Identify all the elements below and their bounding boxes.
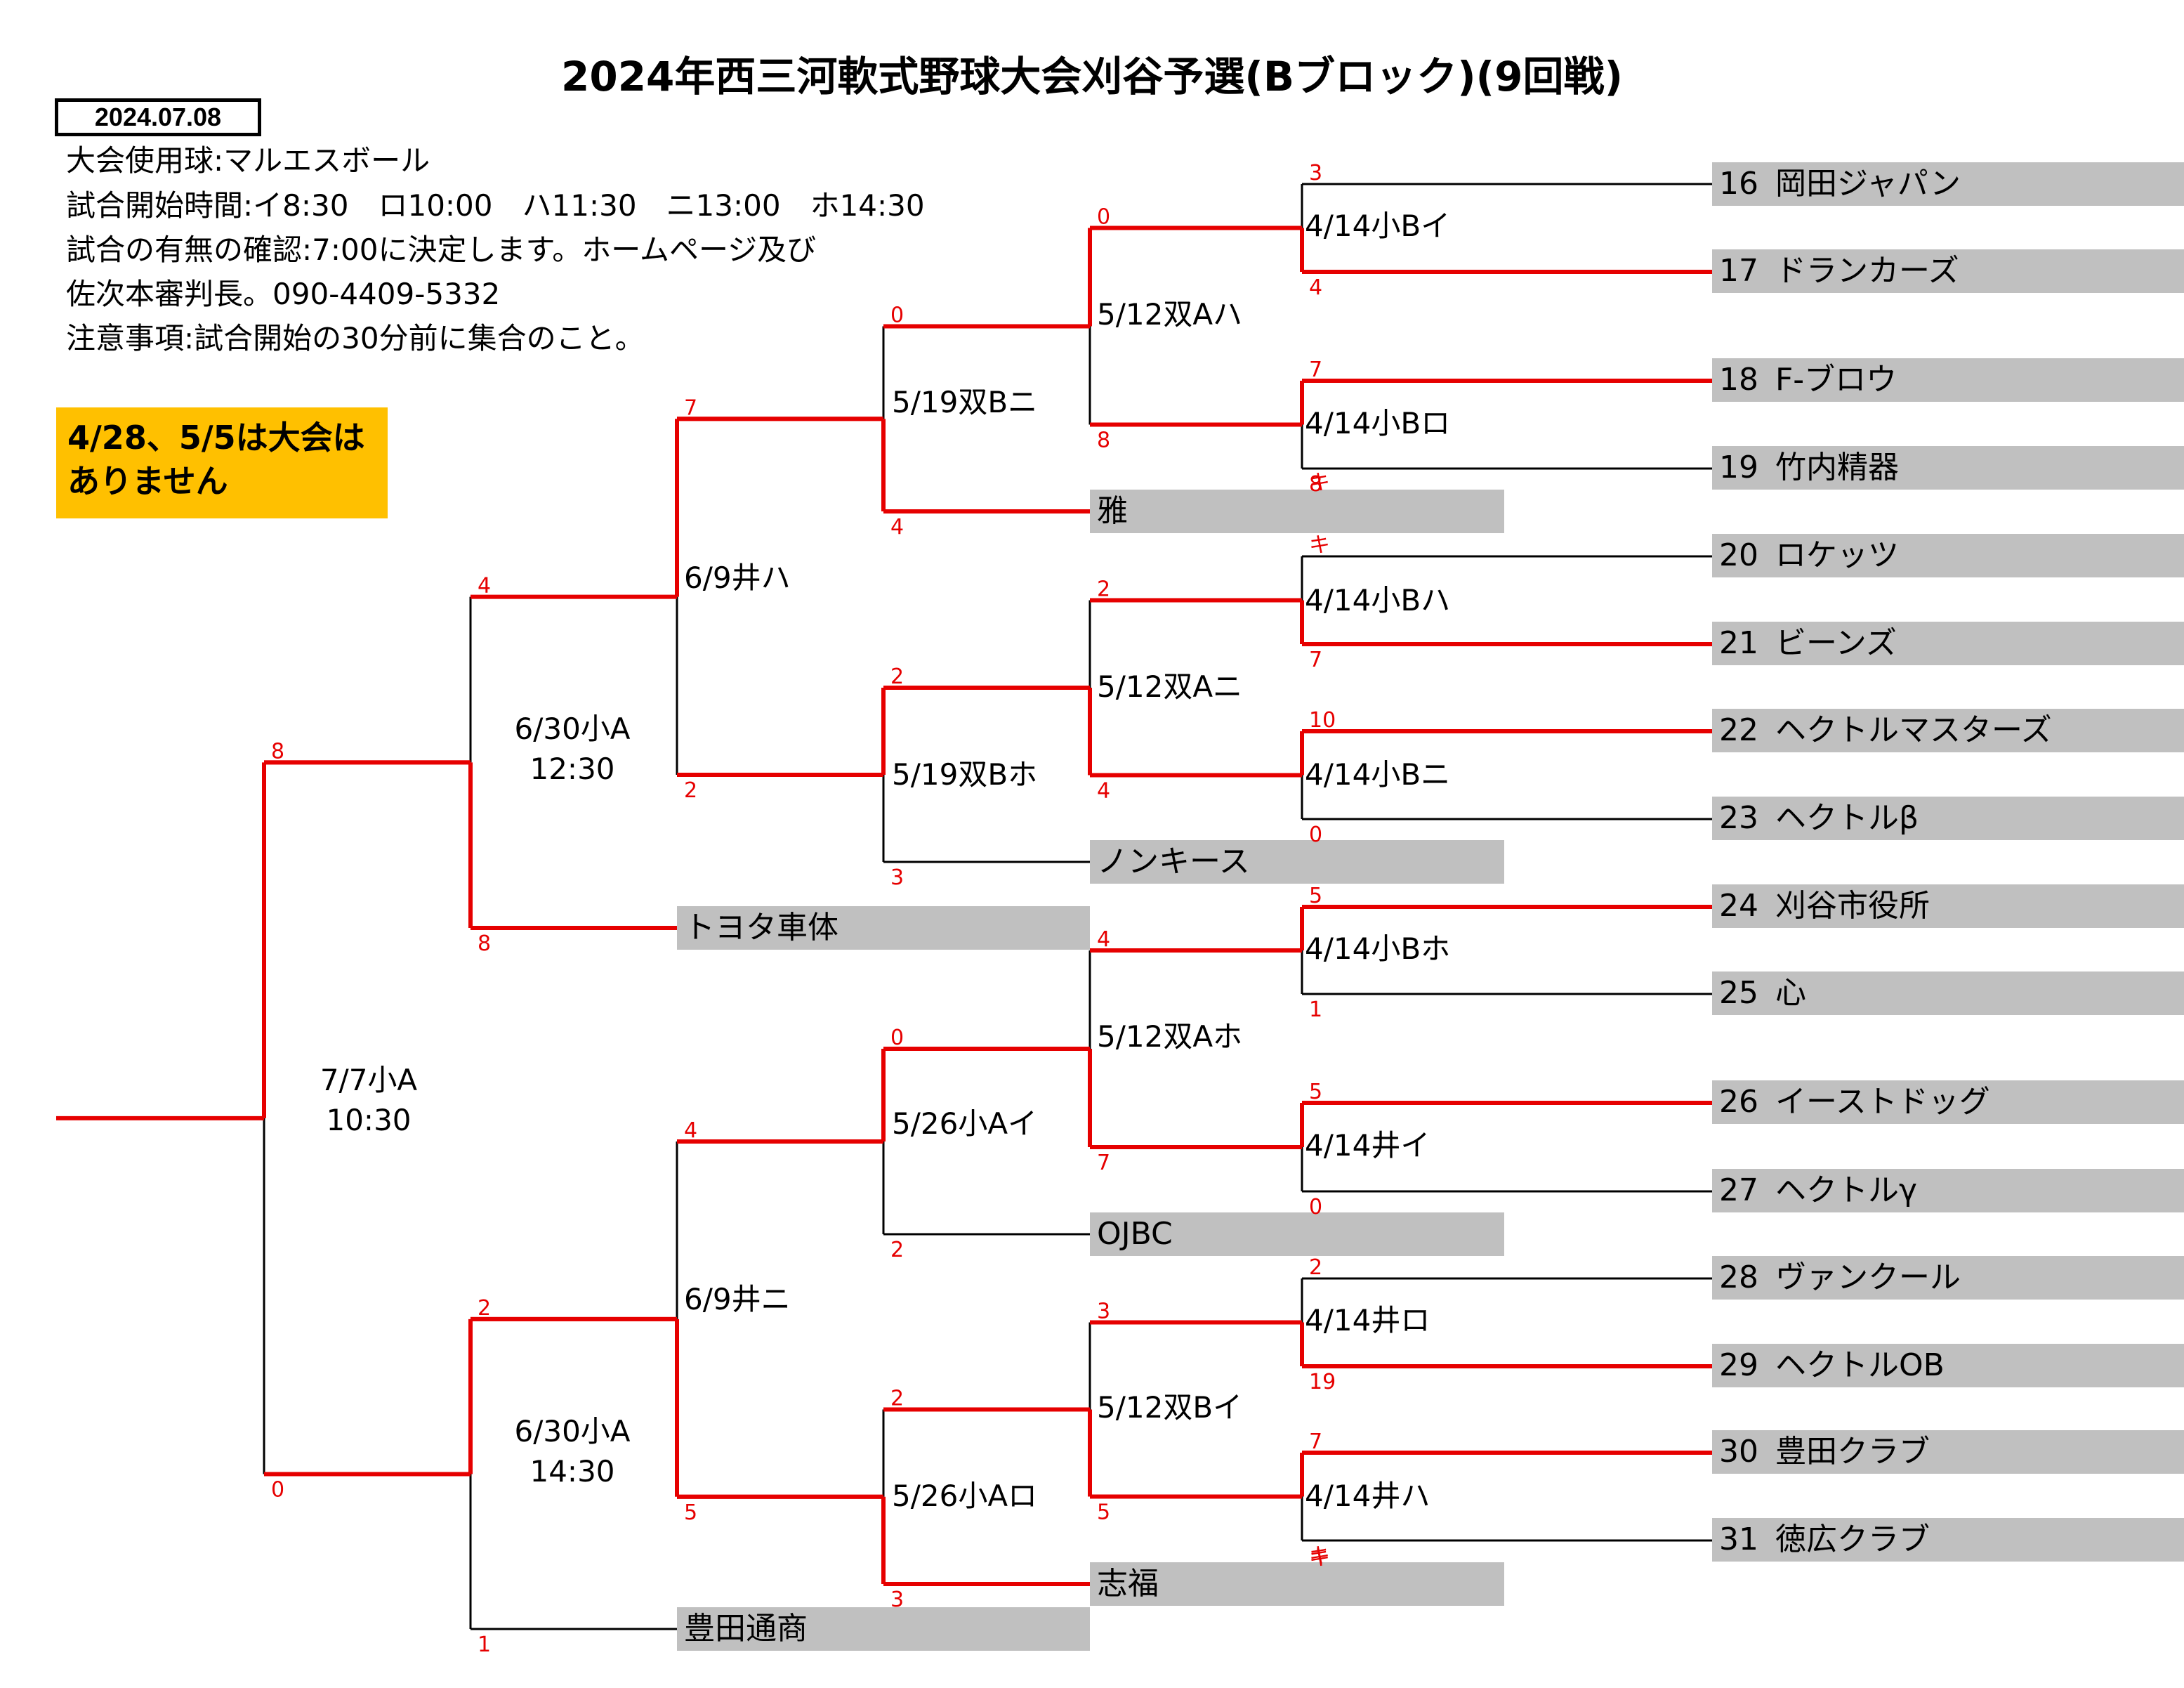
r2-match-1-score-bottom: 8 xyxy=(1097,428,1110,453)
r1-match-3-score-bottom: 7 xyxy=(1309,648,1322,672)
r1-label-1: 4/14小Bイ xyxy=(1305,209,1451,243)
r4-match-2-score-bottom: 5 xyxy=(684,1500,697,1525)
r3-label-2: 5/19双Bホ xyxy=(892,757,1038,792)
team-miyabi: 雅 xyxy=(1090,490,1504,533)
r1-label-8: 4/14井ハ xyxy=(1305,1479,1430,1513)
r1-match-4-score-top: 10 xyxy=(1309,708,1336,733)
team-toyota-shatai: トヨタ車体 xyxy=(677,906,1090,950)
info-start-times: 試合開始時間:イ8:30 ロ10:00 ハ11:30 ニ13:00 ホ14:30 xyxy=(66,188,925,223)
r2-match-4-score-bottom: 5 xyxy=(1097,1500,1110,1525)
notice-box: 4/28、5/5は大会は ありません xyxy=(56,407,388,518)
team-toyota-tsusho: 豊田通商 xyxy=(677,1607,1090,1651)
info-contact: 佐次本審判長。090-4409-5332 xyxy=(66,277,501,311)
r3-label-1: 5/19双Bニ xyxy=(892,385,1038,419)
r2-label-3: 5/12双Aホ xyxy=(1097,1019,1243,1054)
r2-label-2: 5/12双Aニ xyxy=(1097,669,1243,704)
r3-match-3-score-top: 0 xyxy=(890,1026,904,1050)
r1-label-7: 4/14井ロ xyxy=(1305,1303,1430,1337)
r1-match-2-score-bottom: 8 xyxy=(1309,472,1322,497)
r3-match-4-score-top: 2 xyxy=(890,1387,904,1411)
r2-match-1-score-top: 0 xyxy=(1097,205,1110,230)
r2-label-4: 5/12双Bイ xyxy=(1097,1390,1243,1425)
r1-match-7-score-top: 2 xyxy=(1309,1255,1322,1280)
r2-match-4-score-top: 3 xyxy=(1097,1300,1110,1324)
team-nonkiisu: ノンキース xyxy=(1090,840,1504,884)
r3-match-2-score-bottom: 3 xyxy=(890,865,904,890)
r1-match-1-score-top: 3 xyxy=(1309,161,1322,185)
r1-match-7-score-bottom: 19 xyxy=(1309,1370,1336,1394)
r1-label-4: 4/14小Bニ xyxy=(1305,757,1451,792)
r2-match-2-score-bottom: 4 xyxy=(1097,779,1110,804)
r4-match-1-score-bottom: 2 xyxy=(684,778,697,803)
page-title: 2024年西三河軟式野球大会刈谷予選(Bブロック)(9回戦) xyxy=(560,53,1624,100)
team-ojbc: OJBC xyxy=(1090,1212,1504,1256)
r1-match-8-score-bottom: キ xyxy=(1309,1544,1330,1569)
r1-match-5-score-bottom: 1 xyxy=(1309,997,1322,1022)
r2-label-1: 5/12双Aハ xyxy=(1097,297,1243,332)
info-caution: 注意事項:試合開始の30分前に集合のこと。 xyxy=(66,321,645,355)
final-match-score-top: 8 xyxy=(271,739,284,764)
r3-match-4-score-bottom: 3 xyxy=(890,1588,904,1612)
r2-match-3-score-bottom: 7 xyxy=(1097,1151,1110,1175)
r3-match-1-score-bottom: 4 xyxy=(890,515,904,539)
r3-match-2-score-top: 2 xyxy=(890,665,904,689)
r3-match-1-score-top: 0 xyxy=(890,303,904,328)
date-box: 2024.07.08 xyxy=(55,98,261,136)
r1-match-8-score-top: 7 xyxy=(1309,1429,1322,1454)
semi-match-2-score-top: 2 xyxy=(478,1296,491,1321)
semi-match-2-score-bottom: 1 xyxy=(478,1633,491,1657)
semi-match-1-score-top: 4 xyxy=(478,574,491,598)
r1-match-6-score-top: 5 xyxy=(1309,1080,1322,1104)
info-ball: 大会使用球:マルエスボール xyxy=(66,143,430,178)
r4-label-1: 6/9井ハ xyxy=(684,561,791,595)
r1-match-3-score-top: キ xyxy=(1309,533,1330,558)
semi-match-1-score-bottom: 8 xyxy=(478,931,491,956)
r2-match-3-score-top: 4 xyxy=(1097,927,1110,952)
r4-label-2: 6/9井ニ xyxy=(684,1282,791,1316)
r4-match-2-score-top: 4 xyxy=(684,1118,697,1143)
r1-label-2: 4/14小Bロ xyxy=(1305,406,1451,440)
r2-match-2-score-top: 2 xyxy=(1097,577,1110,602)
r3-label-4: 5/26小Aロ xyxy=(892,1479,1038,1513)
r3-match-3-score-bottom: 2 xyxy=(890,1238,904,1262)
r1-extra-2: キ xyxy=(1309,1546,1330,1571)
r3-label-3: 5/26小Aイ xyxy=(892,1106,1038,1141)
r1-label-6: 4/14井イ xyxy=(1305,1128,1430,1163)
r1-match-2-score-top: 7 xyxy=(1309,358,1322,382)
final-match-score-bottom: 0 xyxy=(271,1477,284,1502)
r1-label-3: 4/14小Bハ xyxy=(1305,583,1451,617)
r1-match-1-score-bottom: 4 xyxy=(1309,275,1322,300)
r4-match-1-score-top: 7 xyxy=(684,395,697,420)
r1-match-6-score-bottom: 0 xyxy=(1309,1195,1322,1219)
r1-extra-1: キ xyxy=(1309,471,1330,495)
r1-label-5: 4/14小Bホ xyxy=(1305,931,1451,966)
r1-match-5-score-top: 5 xyxy=(1309,884,1322,908)
info-confirm: 試合の有無の確認:7:00に決定します。ホームページ及び xyxy=(66,233,817,267)
r1-match-4-score-bottom: 0 xyxy=(1309,823,1322,847)
team-shifuku: 志福 xyxy=(1090,1562,1504,1606)
